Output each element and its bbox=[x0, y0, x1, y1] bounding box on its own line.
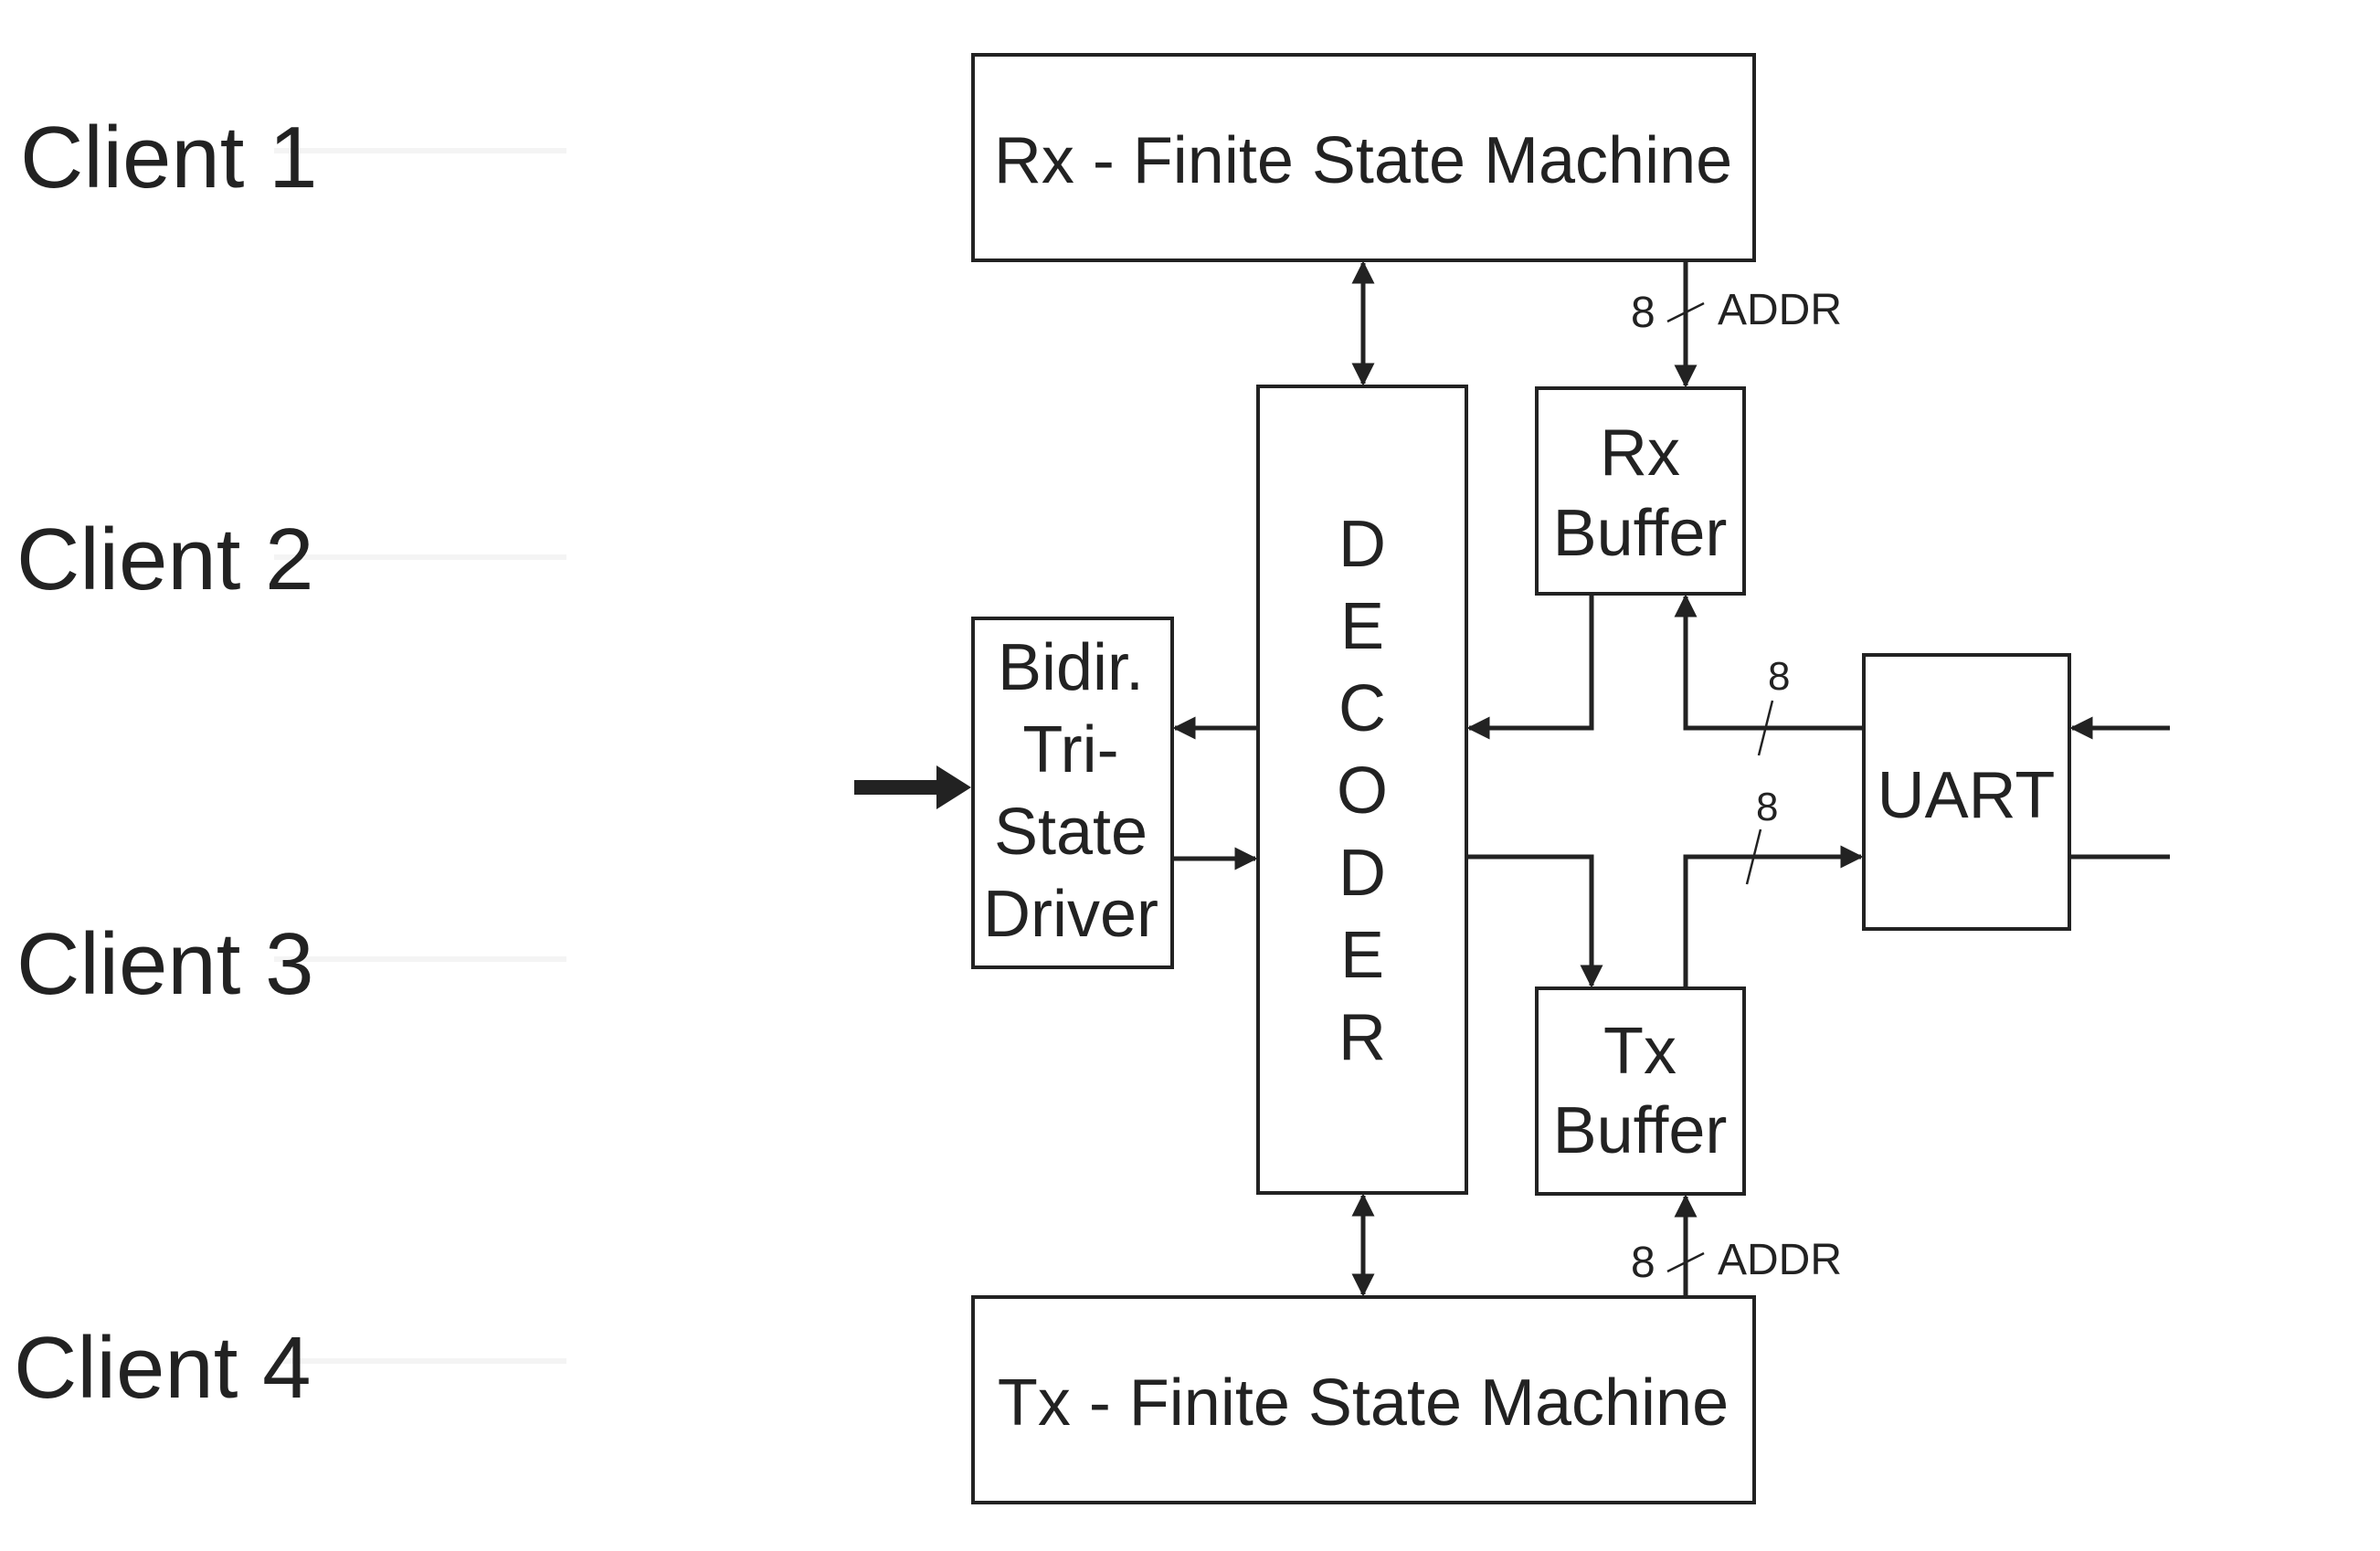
tx-buffer-to-uart bbox=[1683, 845, 1864, 988]
rx-addr-label: ADDR bbox=[1718, 286, 1842, 334]
rx-fsm-block: Rx - Finite State Machine bbox=[971, 53, 1756, 262]
driver-input-arrowhead bbox=[936, 765, 971, 809]
tx-fsm-block: Tx - Finite State Machine bbox=[971, 1295, 1756, 1504]
uart-to-rx-buffer bbox=[1674, 594, 1864, 731]
uart-label: UART bbox=[1878, 759, 2056, 832]
tx-to-uart-width: 8 bbox=[1756, 785, 1778, 829]
uart-to-rx-width: 8 bbox=[1768, 654, 1790, 699]
rx-buffer-line1: Rx bbox=[1600, 417, 1680, 490]
tx-buffer-block: Tx Buffer bbox=[1535, 987, 1746, 1196]
tx-buffer-line1: Tx bbox=[1603, 1015, 1677, 1088]
bidir-driver-line4: Driver bbox=[983, 878, 1158, 951]
decoder-letter: E bbox=[1340, 590, 1384, 663]
tx-fsm-label: Tx - Finite State Machine bbox=[998, 1366, 1729, 1440]
client-1-label: Client 1 bbox=[20, 109, 318, 206]
tx-addr-width: 8 bbox=[1631, 1239, 1655, 1287]
tx-addr-label: ADDR bbox=[1718, 1236, 1842, 1284]
rx-buffer-to-decoder bbox=[1466, 594, 1594, 740]
bidir-driver-line1: Bidir. bbox=[998, 631, 1144, 704]
decoder-letter: D bbox=[1338, 837, 1386, 910]
rx-buffer-block: Rx Buffer bbox=[1535, 386, 1746, 596]
rx-fsm-label: Rx - Finite State Machine bbox=[994, 124, 1732, 197]
decoder-letter: C bbox=[1338, 672, 1386, 745]
client-4-label: Client 4 bbox=[14, 1319, 312, 1417]
tx-addr-bus-tick bbox=[1666, 1251, 1705, 1273]
connections: 8 ADDR 8 ADDR 8 8 bbox=[854, 260, 2170, 1297]
rx-addr-width: 8 bbox=[1631, 289, 1655, 337]
bidir-driver-block: Bidir. Tri- State Driver bbox=[971, 617, 1174, 969]
rx-addr-bus-tick bbox=[1666, 301, 1705, 323]
bidir-driver-line2: Tri- bbox=[1022, 713, 1118, 786]
decoder-letter: E bbox=[1340, 919, 1384, 992]
bidir-driver-line3: State bbox=[994, 796, 1148, 869]
uart-to-rx-bus-tick bbox=[1757, 700, 1774, 756]
uart-block: UART bbox=[1862, 653, 2071, 931]
rx-buffer-line2: Buffer bbox=[1553, 497, 1728, 570]
client-3-label: Client 3 bbox=[16, 915, 314, 1013]
tx-to-uart-bus-tick bbox=[1745, 828, 1762, 885]
decoder-block: D E C O D E R bbox=[1256, 385, 1468, 1195]
background-ghost-lines bbox=[274, 148, 566, 1364]
decoder-letter: R bbox=[1338, 1001, 1386, 1074]
decoder-letter: O bbox=[1337, 754, 1388, 828]
tx-buffer-line2: Buffer bbox=[1553, 1094, 1728, 1167]
decoder-letter: D bbox=[1338, 508, 1386, 581]
decoder-to-tx-buffer bbox=[1466, 854, 1603, 988]
client-2-label: Client 2 bbox=[16, 511, 314, 608]
